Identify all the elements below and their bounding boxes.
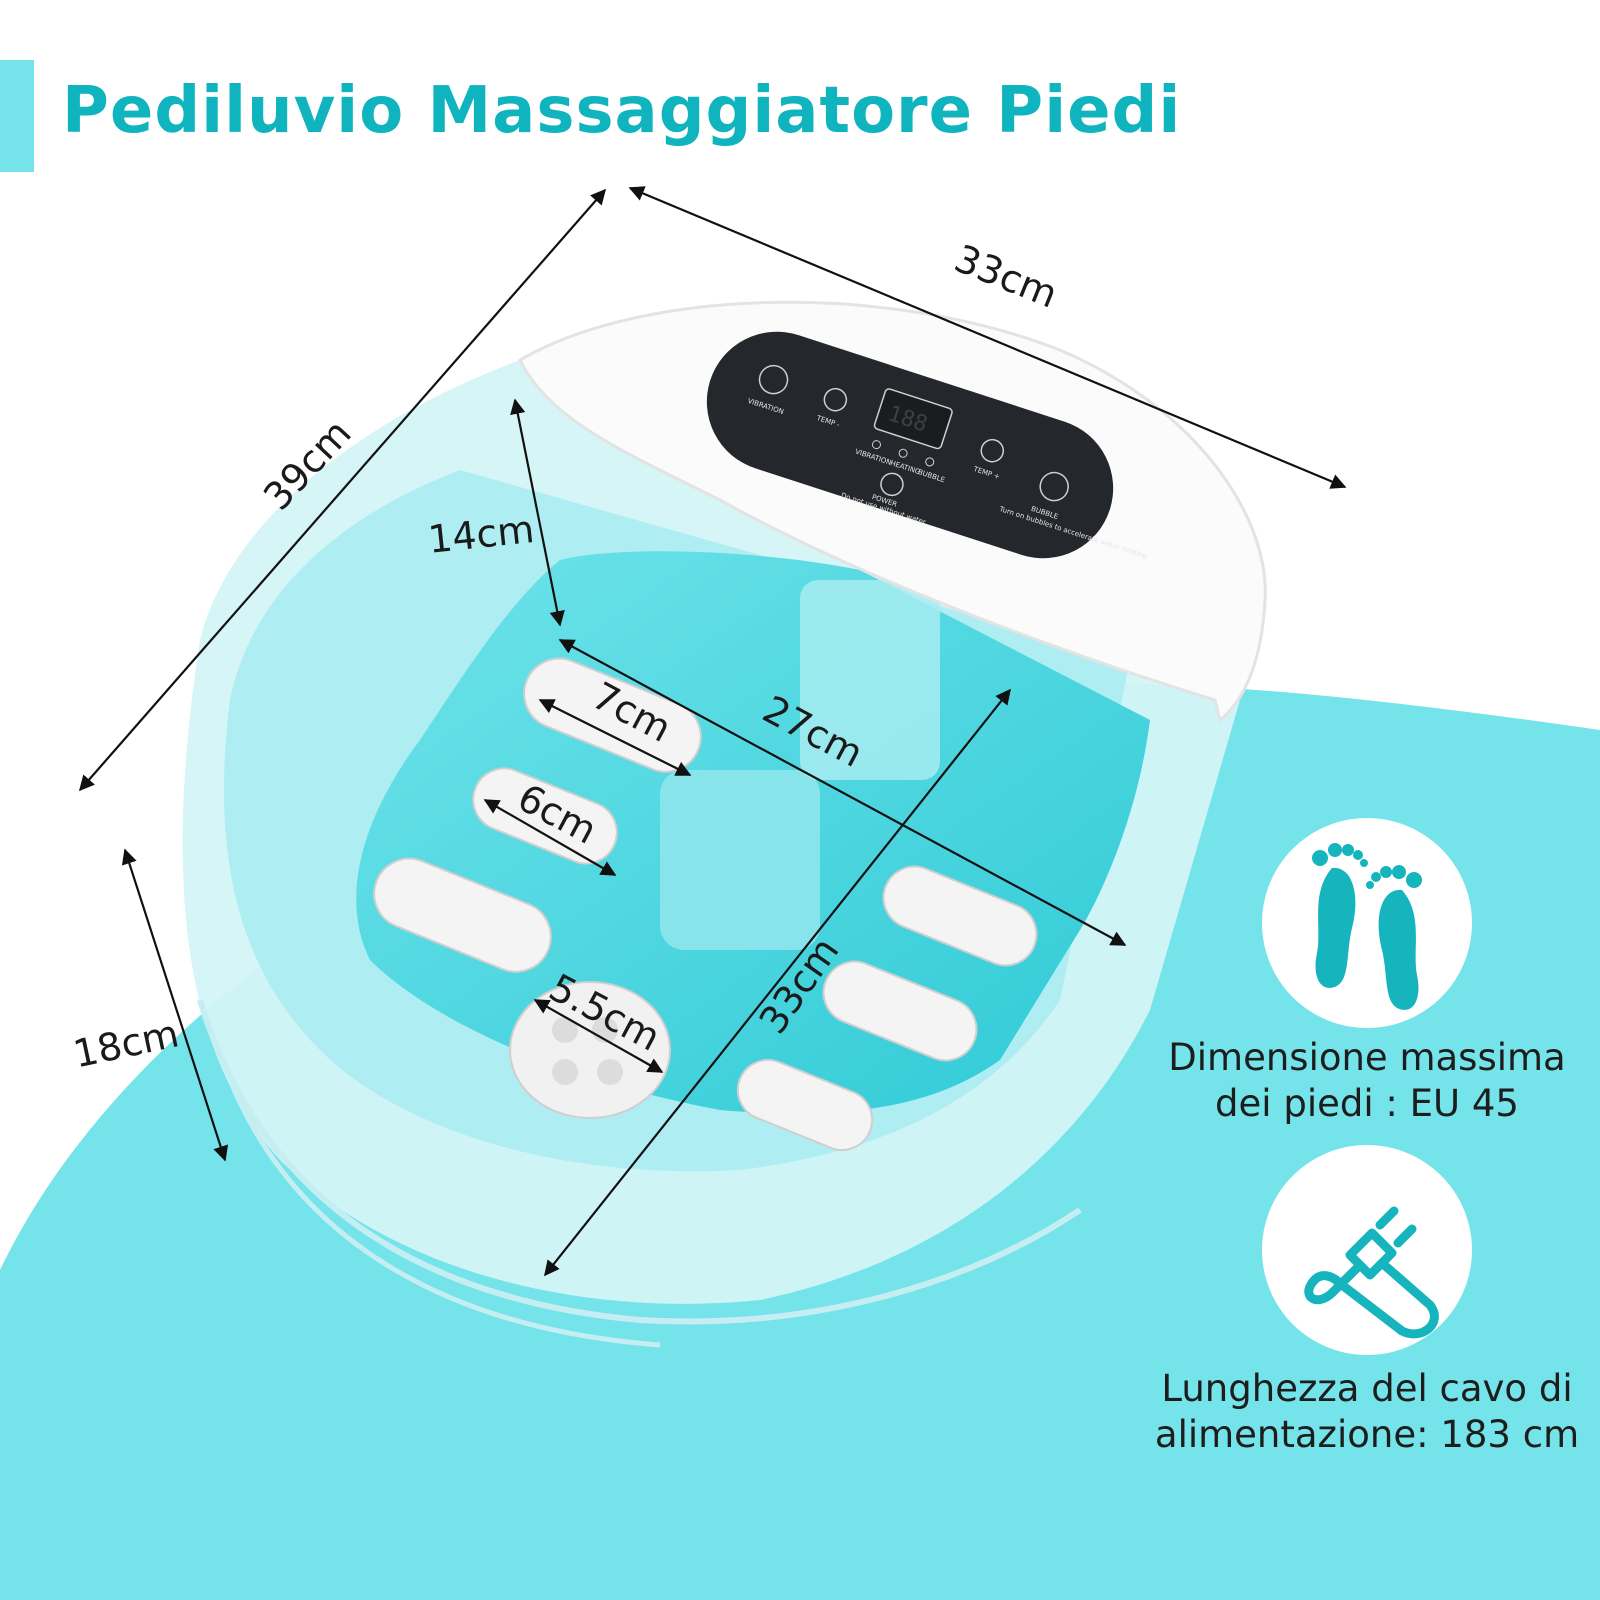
dim-top-width: 33cm <box>949 236 1064 317</box>
cable-length-text: Lunghezza del cavo di alimentazione: 183… <box>1132 1366 1600 1458</box>
title-accent-bar <box>0 60 34 172</box>
power-plug-icon <box>1304 1206 1439 1339</box>
foot-size-line2: dei piedi : EU 45 <box>1215 1082 1519 1125</box>
foot-size-text: Dimensione massima dei piedi : EU 45 <box>1132 1035 1600 1127</box>
plug-icon-circle <box>1262 1145 1472 1355</box>
cable-length-line1: Lunghezza del cavo di <box>1161 1367 1573 1410</box>
dim-height: 18cm <box>70 1011 183 1076</box>
cable-length-line2: alimentazione: 183 cm <box>1154 1413 1580 1456</box>
dimension-arrows <box>78 186 1347 1277</box>
feet-icon <box>1312 843 1422 1010</box>
foot-size-line1: Dimensione massima <box>1168 1036 1566 1079</box>
page-title: Pediluvio Massaggiatore Piedi <box>62 74 1182 148</box>
feet-icon-circle <box>1262 818 1472 1028</box>
